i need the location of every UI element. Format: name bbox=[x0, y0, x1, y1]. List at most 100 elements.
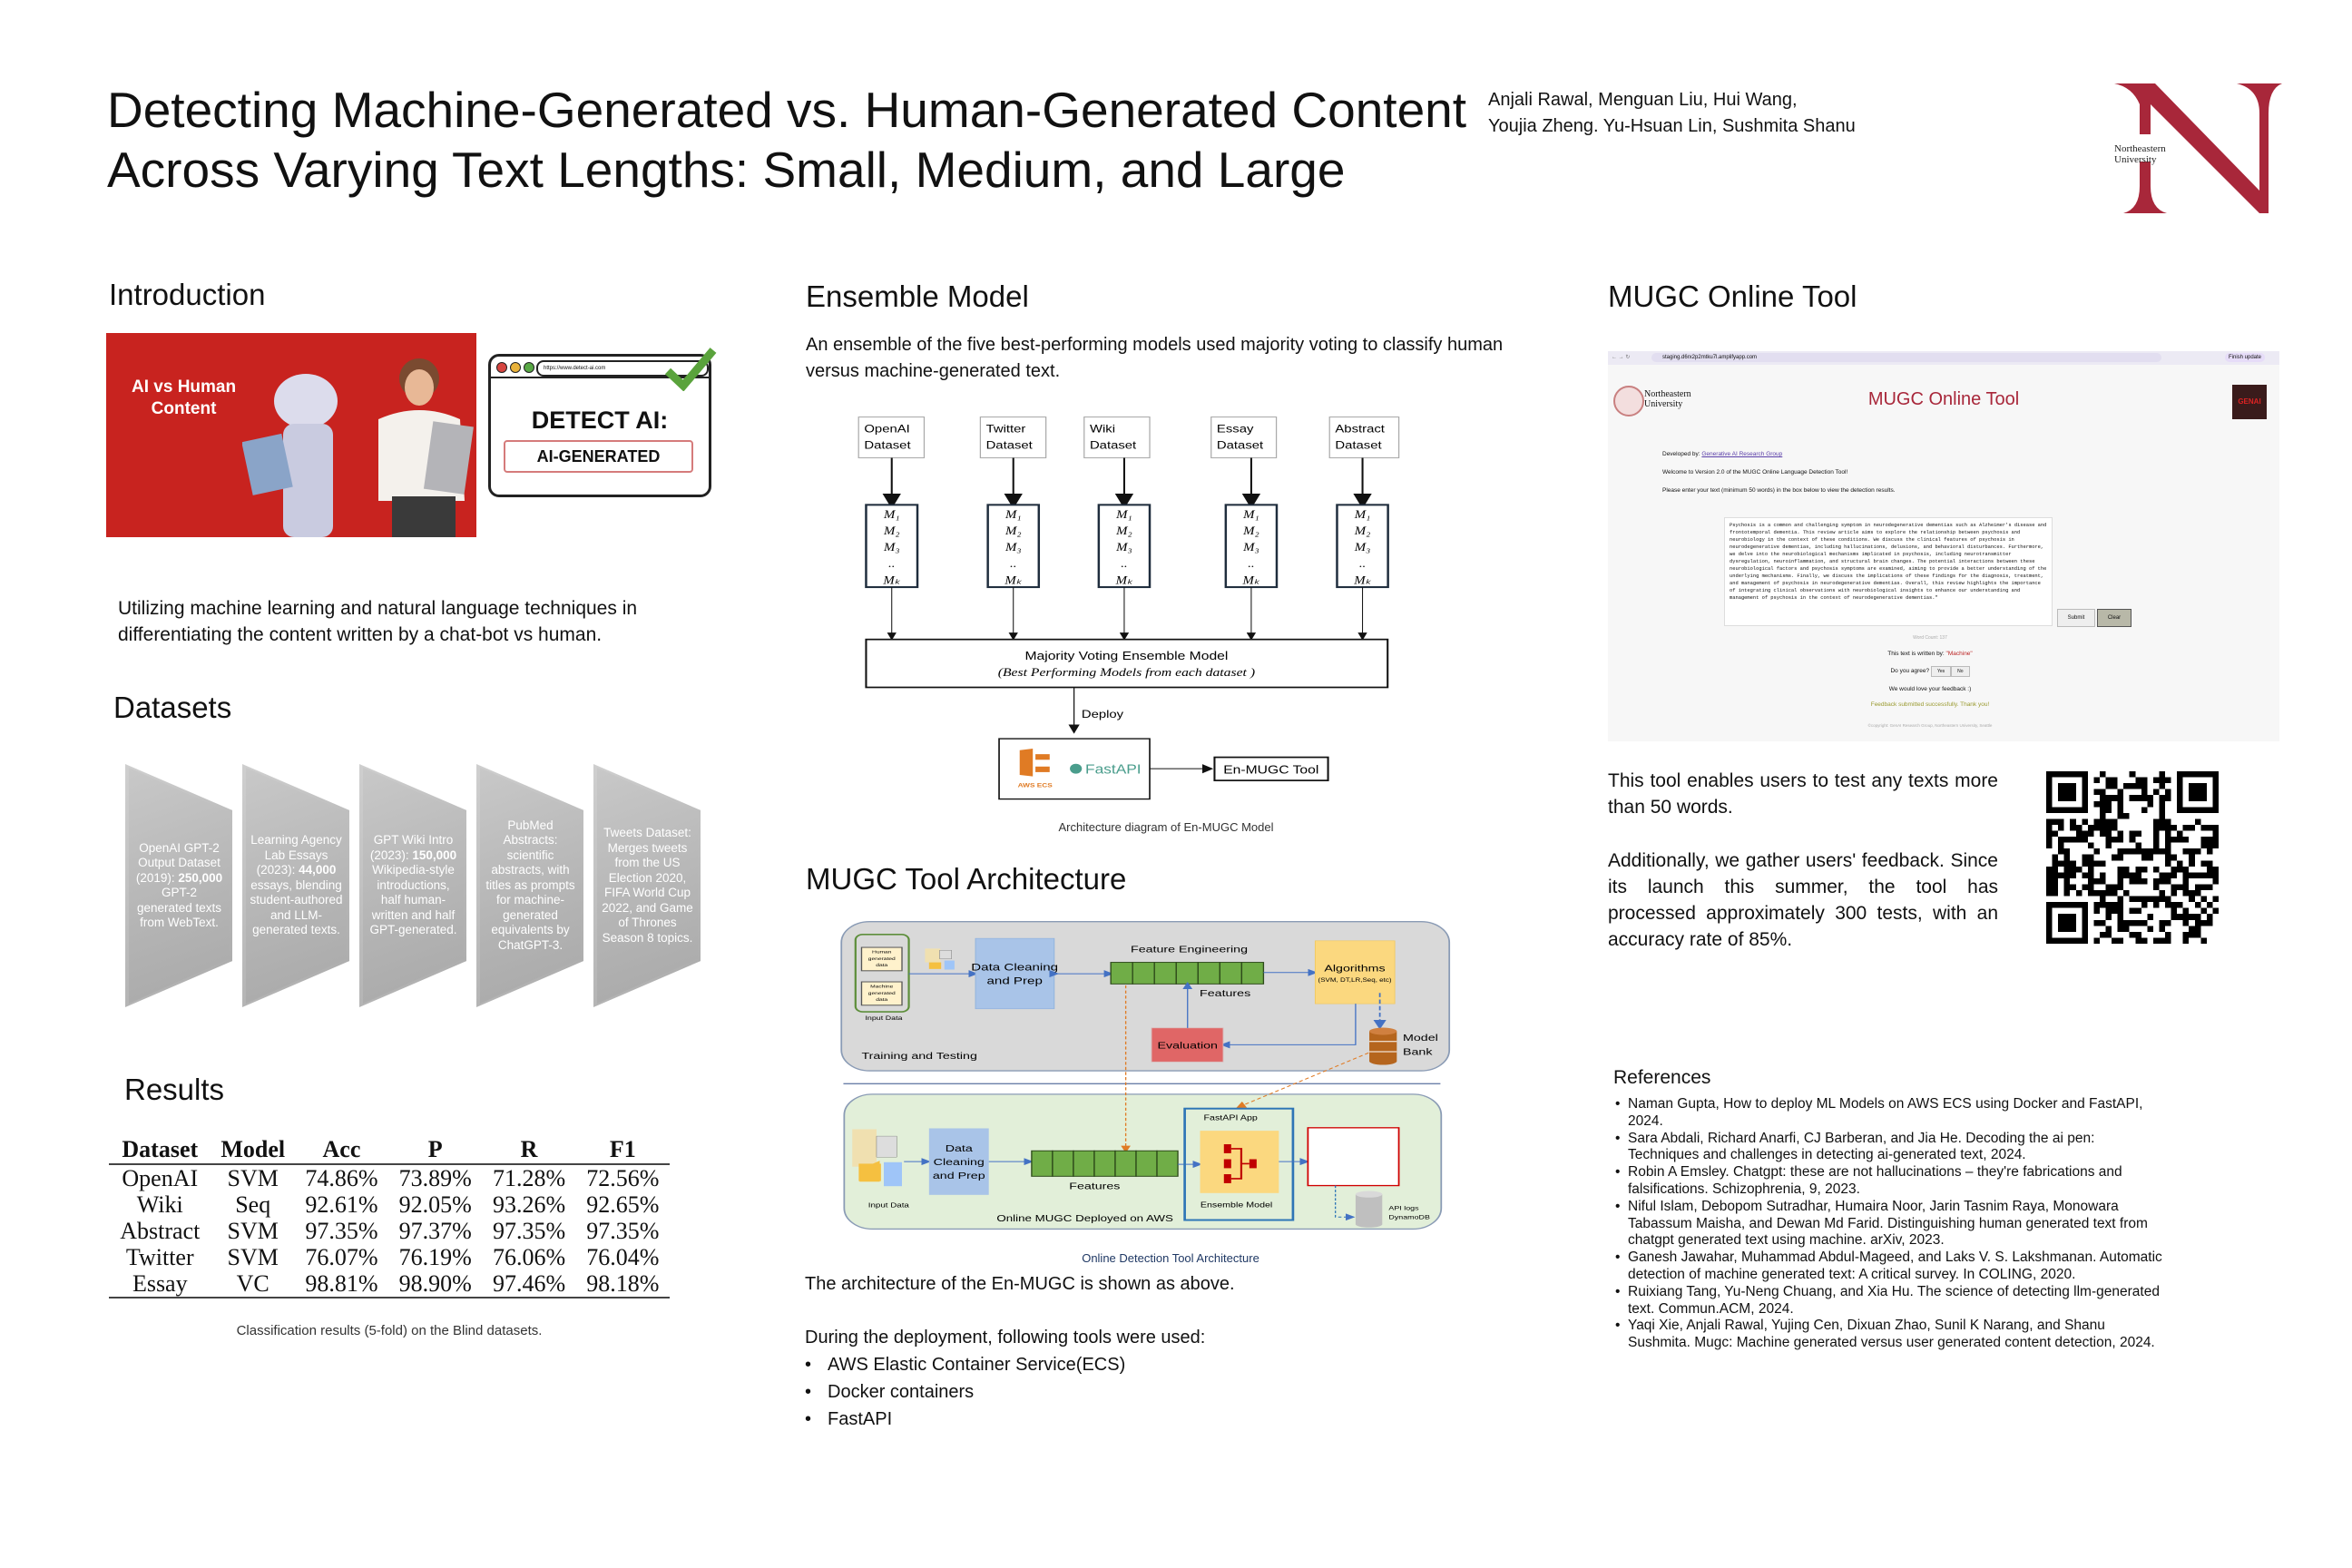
table-cell: 76.06% bbox=[492, 1244, 566, 1270]
feature-vector-bottom bbox=[1031, 1150, 1179, 1177]
model-bank-database-icon bbox=[1369, 1027, 1397, 1065]
model-label: M₃ bbox=[1354, 541, 1371, 554]
data-cleaning-box bbox=[975, 937, 1055, 1010]
architecture-caption: Online Detection Tool Architecture bbox=[1082, 1251, 1259, 1265]
window-close-dot-icon bbox=[496, 362, 507, 373]
table-cell: 98.18% bbox=[575, 1270, 670, 1298]
detection-result: This text is written by: "Machine" bbox=[1608, 651, 2252, 657]
feature-cell bbox=[1197, 962, 1221, 985]
dataset-card: Learning Agency Lab Essays (2023): 44,00… bbox=[242, 764, 349, 1007]
northeastern-n-icon bbox=[2114, 83, 2282, 213]
datasets-heading: Datasets bbox=[113, 691, 232, 724]
image-caption-line2: Content bbox=[151, 399, 217, 418]
dataset-box bbox=[1083, 416, 1151, 459]
detect-ai-title: DETECT AI: bbox=[531, 407, 669, 434]
model-label: Mₖ bbox=[1114, 573, 1132, 586]
column-header: F1 bbox=[575, 1136, 670, 1165]
reference-item: Ruixiang Tang, Yu-Neng Chuang, and Xia H… bbox=[1615, 1284, 2169, 1318]
model-label: M₃ bbox=[1004, 541, 1022, 554]
logo-line1: Northeastern bbox=[2114, 143, 2166, 154]
table-cell: 76.07% bbox=[305, 1244, 378, 1270]
reference-item: Sara Abdali, Richard Anarfi, CJ Barberan… bbox=[1615, 1131, 2169, 1165]
table-cell: OpenAI bbox=[122, 1165, 199, 1191]
reference-item: Yaqi Xie, Anjali Rawal, Yujing Cen, Dixu… bbox=[1615, 1318, 2169, 1352]
tool-item: Docker containers bbox=[805, 1378, 1125, 1406]
agree-question: Do you agree? bbox=[1890, 668, 1930, 674]
model-stack-box bbox=[986, 504, 1041, 589]
online-tool-screenshot: ← → ↻ staging.d6rx2p2mtku7l.amplifyapp.c… bbox=[1608, 351, 2279, 741]
model-label: .. bbox=[888, 557, 895, 570]
training-testing-label: Training and Testing bbox=[861, 1051, 976, 1062]
majority-voting-box bbox=[865, 638, 1389, 689]
human-data-box bbox=[860, 946, 903, 972]
clear-button[interactable]: Clear bbox=[2097, 609, 2132, 627]
aws-ecs-label: AWS ECS bbox=[1018, 781, 1053, 789]
table-cell: 92.05% bbox=[398, 1191, 472, 1218]
poster-title: Detecting Machine-Generated vs. Human-Ge… bbox=[107, 80, 1466, 200]
machine-data-box bbox=[860, 981, 903, 1006]
feature-cell bbox=[1240, 962, 1265, 985]
table-cell: 76.19% bbox=[398, 1244, 472, 1270]
yes-button[interactable]: Yes bbox=[1930, 666, 1952, 677]
research-group-link[interactable]: Generative AI Research Group bbox=[1701, 451, 1783, 457]
deployment-tools-list: AWS Elastic Container Service(ECS)Docker… bbox=[805, 1351, 1125, 1433]
no-button[interactable]: No bbox=[1951, 666, 1970, 677]
table-cell: 98.90% bbox=[388, 1270, 483, 1298]
majority-voting-title: Majority Voting Ensemble Model bbox=[1024, 650, 1228, 662]
submit-button[interactable]: Submit bbox=[2057, 609, 2095, 627]
dataset-box bbox=[858, 416, 926, 459]
qr-code[interactable] bbox=[2046, 771, 2219, 944]
feature-cell bbox=[1114, 1150, 1137, 1177]
table-cell: 98.81% bbox=[294, 1270, 389, 1298]
table-cell: Twitter bbox=[125, 1244, 194, 1270]
dataset-description: GPT Wiki Intro (2023): 150,000 Wikipedia… bbox=[369, 833, 457, 937]
model-label: M₂ bbox=[1354, 524, 1371, 537]
model-label: M₁ bbox=[883, 508, 900, 521]
feedback-success: Feedback submitted successfully. Thank y… bbox=[1870, 701, 1990, 708]
table-cell: 97.35% bbox=[305, 1218, 378, 1244]
dataset-box bbox=[979, 416, 1047, 459]
hierarchy-icon bbox=[1223, 1143, 1257, 1183]
model-label: M₁ bbox=[1242, 508, 1259, 521]
fastapi-app-label: FastAPI App bbox=[1204, 1113, 1258, 1122]
ensemble-heading: Ensemble Model bbox=[806, 279, 1029, 313]
model-label: M₁ bbox=[1115, 508, 1132, 521]
text-input-area[interactable]: Psychosis is a common and challenging sy… bbox=[1724, 517, 2053, 626]
column-header: Dataset bbox=[109, 1136, 211, 1165]
data-cleaning-box-bottom bbox=[928, 1128, 989, 1195]
online-tool-heading: MUGC Online Tool bbox=[1608, 279, 1857, 313]
authors-line2: Youjia Zheng. Yu-Hsuan Lin, Sushmita Sha… bbox=[1488, 116, 1856, 136]
fastapi-app-box bbox=[1183, 1107, 1295, 1221]
developed-by-label: Developed by: bbox=[1662, 451, 1702, 457]
table-cell: 97.46% bbox=[482, 1270, 576, 1298]
poster-title-line1: Detecting Machine-Generated vs. Human-Ge… bbox=[107, 82, 1467, 138]
column-header: R bbox=[482, 1136, 576, 1165]
dataset-card: OpenAI GPT-2 Output Dataset (2019): 250,… bbox=[125, 764, 232, 1007]
feature-cell bbox=[1153, 962, 1177, 985]
dataset-description: Tweets Dataset: Merges tweets from the U… bbox=[602, 826, 693, 945]
online-tool-text-2: Additionally, we gather users' feedback.… bbox=[1608, 850, 1998, 950]
detect-ai-image: https://www.detect-ai.com DETECT AI: AI-… bbox=[488, 348, 717, 497]
tool-org-line1: Northeastern bbox=[1644, 389, 1691, 399]
instructions-text: Please enter your text (minimum 50 words… bbox=[1662, 487, 1896, 494]
evaluation-label: Evaluation bbox=[1157, 1040, 1218, 1051]
browser-toolbar: ← → ↻ staging.d6rx2p2mtku7l.amplifyapp.c… bbox=[1608, 351, 2279, 365]
ensemble-caption: Architecture diagram of En-MUGC Model bbox=[1058, 820, 1274, 834]
table-cell: 71.28% bbox=[492, 1165, 566, 1191]
en-mugc-tool-box bbox=[1213, 756, 1329, 781]
feature-cell bbox=[1219, 962, 1243, 985]
dataset-card: PubMed Abstracts: scientific abstracts, … bbox=[476, 764, 583, 1007]
architecture-text: The architecture of the En-MUGC is shown… bbox=[805, 1274, 1235, 1294]
